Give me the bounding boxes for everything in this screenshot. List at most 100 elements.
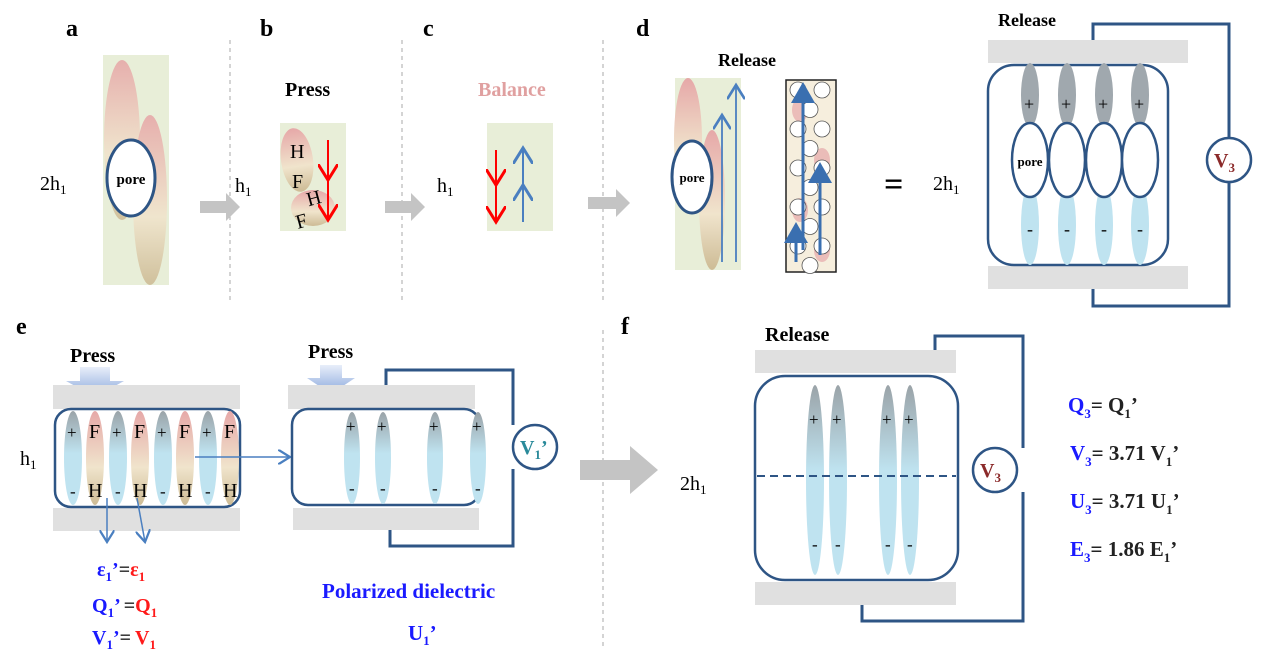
plus-sign: + (832, 410, 842, 429)
height-label: h1 (235, 175, 252, 199)
plus-sign: + (809, 410, 819, 429)
dipole-top-label: F (179, 421, 190, 443)
panel-e: e Press +-FH+-FH+-FH+-FH h1 Press +-+-+-… (16, 314, 559, 652)
voltmeter-label: V3 (1214, 150, 1235, 175)
release-title-right: Release (998, 10, 1056, 30)
plus-sign: + (1061, 94, 1071, 114)
dipole (131, 411, 149, 505)
dipole (176, 411, 194, 505)
pore (1047, 121, 1087, 199)
pore (1084, 121, 1124, 199)
minus-sign: - (907, 535, 913, 554)
dipole-top (1058, 63, 1076, 127)
dipole-top-label: F (224, 421, 235, 443)
dipole (806, 385, 824, 575)
panel-label-d: d (636, 16, 650, 42)
equation-epsilon: ε1’=ε1 (97, 559, 145, 584)
letter-f: F (293, 210, 309, 234)
voltmeter-label: V3 (980, 460, 1001, 485)
voltmeter-v3 (1205, 136, 1253, 184)
result-equation: U3= 3.71 U1’ (1070, 489, 1180, 517)
press-label-1: Press (70, 345, 115, 367)
result-equation: Q3= Q1’ (1068, 393, 1138, 421)
minus-sign: - (835, 535, 841, 554)
dashed-dividers (229, 40, 604, 650)
top-plate (988, 40, 1188, 63)
chain-circle (813, 120, 831, 138)
press-label-2: Press (308, 341, 353, 363)
dipole (427, 412, 443, 504)
plus-sign: + (882, 410, 892, 429)
dipole-bottom (1021, 185, 1039, 265)
dipole (64, 411, 82, 505)
dipole-top-label: F (134, 421, 145, 443)
chain-circle (813, 237, 831, 255)
minus-sign: - (432, 479, 438, 498)
dipole-top-label: + (157, 423, 167, 442)
result-equation: E3= 1.86 E1’ (1070, 537, 1177, 565)
panel-label-b: b (260, 16, 273, 42)
plus-sign: + (377, 417, 387, 436)
panel-label-c: c (423, 16, 434, 42)
dipole-top-label: + (202, 423, 212, 442)
dipole (375, 412, 391, 504)
minus-sign: - (885, 535, 891, 554)
plus-sign: + (1024, 94, 1034, 114)
pore (105, 138, 157, 218)
panel-label-f: f (621, 314, 630, 340)
dipole-bottom-label: - (160, 482, 166, 501)
pore (1120, 121, 1160, 199)
minus-sign: - (475, 479, 481, 498)
minus-sign: - (380, 479, 386, 498)
dipole-bottom-label: - (205, 482, 211, 501)
plus-sign: + (904, 410, 914, 429)
pore-label: pore (117, 172, 146, 188)
minus-sign: - (1027, 219, 1033, 239)
dipole (901, 385, 919, 575)
dipole-bottom-label: H (133, 480, 147, 502)
equation-voltage: V1’=V1 (92, 627, 156, 652)
release-title: Release (765, 324, 830, 346)
height-label: h1 (437, 175, 454, 199)
dipole-top-label: + (67, 423, 77, 442)
chain-circle (813, 159, 831, 177)
panel-b: b Press H F H F h1 (235, 16, 346, 234)
letter-h: H (290, 141, 304, 163)
dipole-top (1095, 63, 1113, 127)
dipole-top-label: + (112, 423, 122, 442)
circuit-wire (1091, 22, 1231, 308)
plus-sign: + (346, 417, 356, 436)
dipole-top (1131, 63, 1149, 127)
plus-sign: + (1098, 94, 1108, 114)
flow-arrows (200, 189, 658, 494)
dipole-bottom-label: H (178, 480, 192, 502)
voltmeter-v1 (511, 423, 559, 471)
panel-c: c Balance h1 (423, 16, 553, 231)
letter-f: F (292, 171, 303, 193)
height-label: 2h1 (40, 173, 67, 197)
dipole (154, 411, 172, 505)
minus-sign: - (1064, 219, 1070, 239)
dipole-bottom (1095, 185, 1113, 265)
minus-sign: - (1101, 219, 1107, 239)
height-label: 2h1 (680, 473, 707, 497)
circuit-wire (860, 334, 1025, 623)
polarized-dielectric-caption: Polarized dielectric (322, 579, 495, 603)
dielectric-box (753, 374, 960, 582)
dipole (879, 385, 897, 575)
dipole-bottom-label: H (88, 480, 102, 502)
equals-sign: = (884, 166, 903, 203)
height-label: h1 (20, 448, 37, 472)
dipole-bottom-label: H (223, 480, 237, 502)
dipole-bottom-label: - (70, 482, 76, 501)
chain-circle (813, 198, 831, 216)
chain-structure (784, 79, 837, 274)
dipole (109, 411, 127, 505)
circuit-wire (384, 368, 515, 548)
press-arrow-icon (307, 365, 355, 394)
equation-charge: Q1’=Q1 (92, 595, 157, 620)
minus-sign: - (1137, 219, 1143, 239)
release-title: Release (718, 50, 776, 70)
dipole (470, 412, 486, 504)
